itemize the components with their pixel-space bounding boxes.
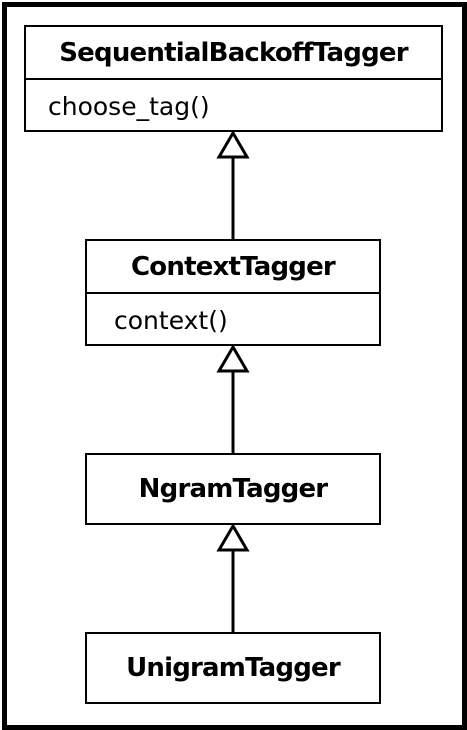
class-box-context-tagger: ContextTagger context() bbox=[85, 239, 381, 346]
class-name-context-tagger: ContextTagger bbox=[131, 251, 336, 282]
class-name-unigram-tagger: UnigramTagger bbox=[126, 653, 341, 683]
class-name-sequential-backoff-tagger: SequentialBackoffTagger bbox=[59, 37, 408, 68]
class-method-context: context() bbox=[87, 292, 379, 346]
class-name-ngram-tagger: NgramTagger bbox=[138, 474, 328, 504]
inheritance-arrowhead-ngram bbox=[216, 523, 250, 552]
class-method-choose-tag: choose_tag() bbox=[26, 78, 441, 132]
class-box-sequential-backoff-tagger: SequentialBackoffTagger choose_tag() bbox=[24, 25, 443, 132]
class-box-unigram-tagger: UnigramTagger bbox=[85, 632, 381, 704]
class-box-ngram-tagger: NgramTagger bbox=[85, 453, 381, 525]
inheritance-arrowhead-context bbox=[216, 344, 250, 373]
inheritance-arrowhead-sequential bbox=[216, 130, 250, 159]
